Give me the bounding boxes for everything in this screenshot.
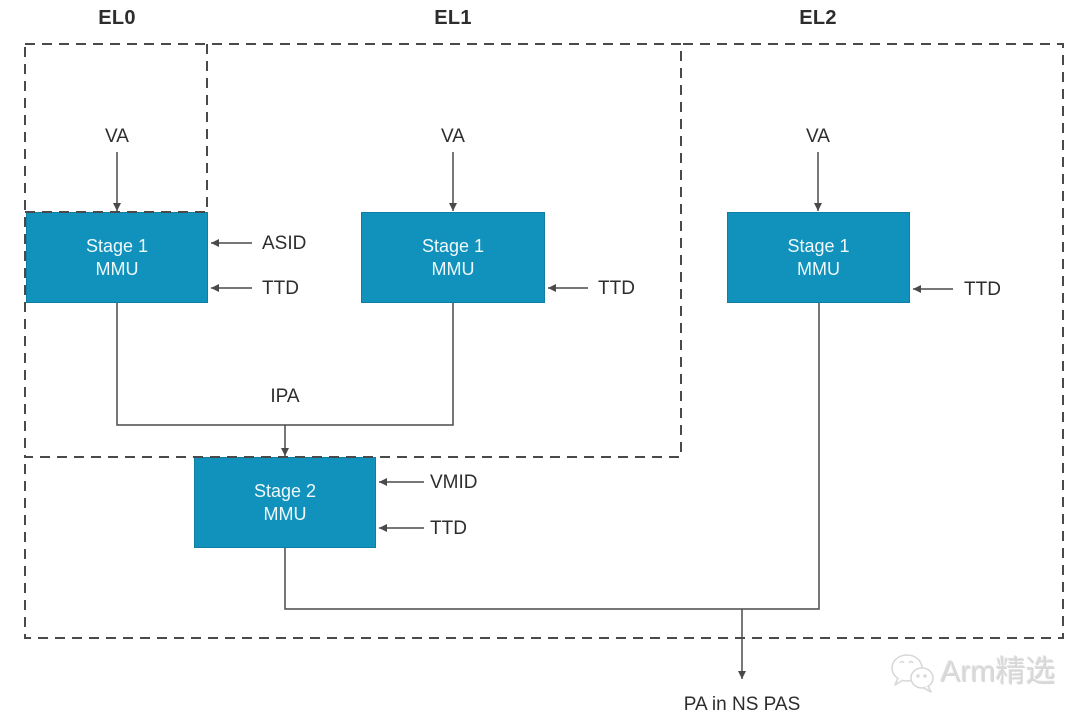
va-label-el1: VA [441,126,465,147]
el2-region-border [24,43,1064,639]
stage1-mmu-el0-line2: MMU [95,258,139,279]
wechat-icon [891,654,934,693]
asid-label: ASID [262,233,307,254]
stage1-mmu-el0-block: Stage 1 MMU [26,212,208,303]
stage1-mmu-el1-line1: Stage 1 [421,235,485,256]
ttd-label-el0: TTD [262,278,299,299]
stage1-mmu-el2-line1: Stage 1 [787,235,850,256]
ttd-label-stage2: TTD [430,518,467,539]
stage1-mmu-el1-line2: MMU [431,258,475,279]
watermark: Arm精选 [888,650,1056,696]
pa-output-label: PA in NS PAS [683,694,801,715]
region-label-el2: EL2 [799,7,837,29]
ttd-label-el2: TTD [964,279,1001,300]
va-label-el2: VA [806,126,830,147]
stage2-mmu-block: Stage 2 MMU [194,457,376,548]
pa-outputs-join-line [284,303,820,610]
region-label-el0: EL0 [98,7,136,29]
stage1-mmu-el1-block: Stage 1 MMU [361,212,545,303]
watermark-text: Arm精选 [941,656,1056,689]
stage2-mmu-line2: MMU [263,503,307,524]
va-label-el0: VA [105,126,129,147]
ttd-label-el1: TTD [598,278,635,299]
stage1-mmu-el0-line1: Stage 1 [85,235,149,256]
vmid-label: VMID [430,472,478,493]
ipa-label: IPA [270,386,300,407]
stage1-mmu-el2-line2: MMU [797,258,840,279]
region-label-el1: EL1 [434,7,472,29]
stage1-mmu-el2-block: Stage 1 MMU [727,212,910,303]
stage2-mmu-line1: Stage 2 [253,480,317,501]
